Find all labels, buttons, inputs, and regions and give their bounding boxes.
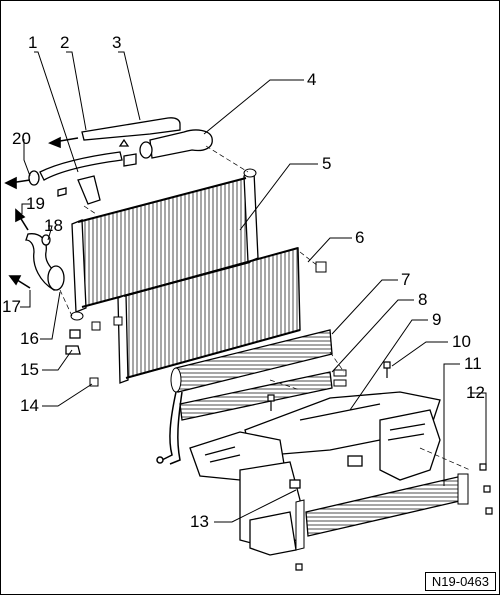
reference-code: N19-0463 <box>424 572 496 591</box>
transmission-cooler <box>295 473 469 551</box>
cooler-pipes <box>156 391 183 465</box>
oil-cooler <box>170 329 333 393</box>
coolant-hoses <box>25 117 213 355</box>
callout-8: 8 <box>418 290 427 309</box>
callout-1: 1 <box>28 33 37 52</box>
callout-3: 3 <box>112 33 121 52</box>
callout-10: 10 <box>452 332 471 351</box>
callout-6: 6 <box>355 228 364 247</box>
callout-4: 4 <box>307 70 316 89</box>
callout-5: 5 <box>322 154 331 173</box>
callout-14: 14 <box>20 396 39 415</box>
callout-11: 11 <box>464 354 482 373</box>
callout-15: 15 <box>20 360 39 379</box>
lock-carrier <box>189 391 441 556</box>
leader-lines <box>20 51 487 523</box>
bolts <box>267 361 493 571</box>
callout-13: 13 <box>190 512 209 531</box>
condenser <box>89 247 327 387</box>
callout-18: 18 <box>44 216 63 235</box>
callout-16: 16 <box>20 329 39 348</box>
flow-arrows <box>4 136 79 289</box>
callout-2: 2 <box>60 33 69 52</box>
callout-20: 20 <box>12 129 31 148</box>
callout-19: 19 <box>26 194 45 213</box>
callout-numbers: 1 2 3 4 5 6 7 8 9 10 11 12 13 14 15 16 1… <box>2 33 485 531</box>
callout-7: 7 <box>401 270 410 289</box>
auxiliary-cooler <box>179 369 347 421</box>
alignment-lines <box>59 145 471 471</box>
callout-17: 17 <box>2 297 21 316</box>
callout-12: 12 <box>466 383 485 402</box>
callout-9: 9 <box>432 310 441 329</box>
